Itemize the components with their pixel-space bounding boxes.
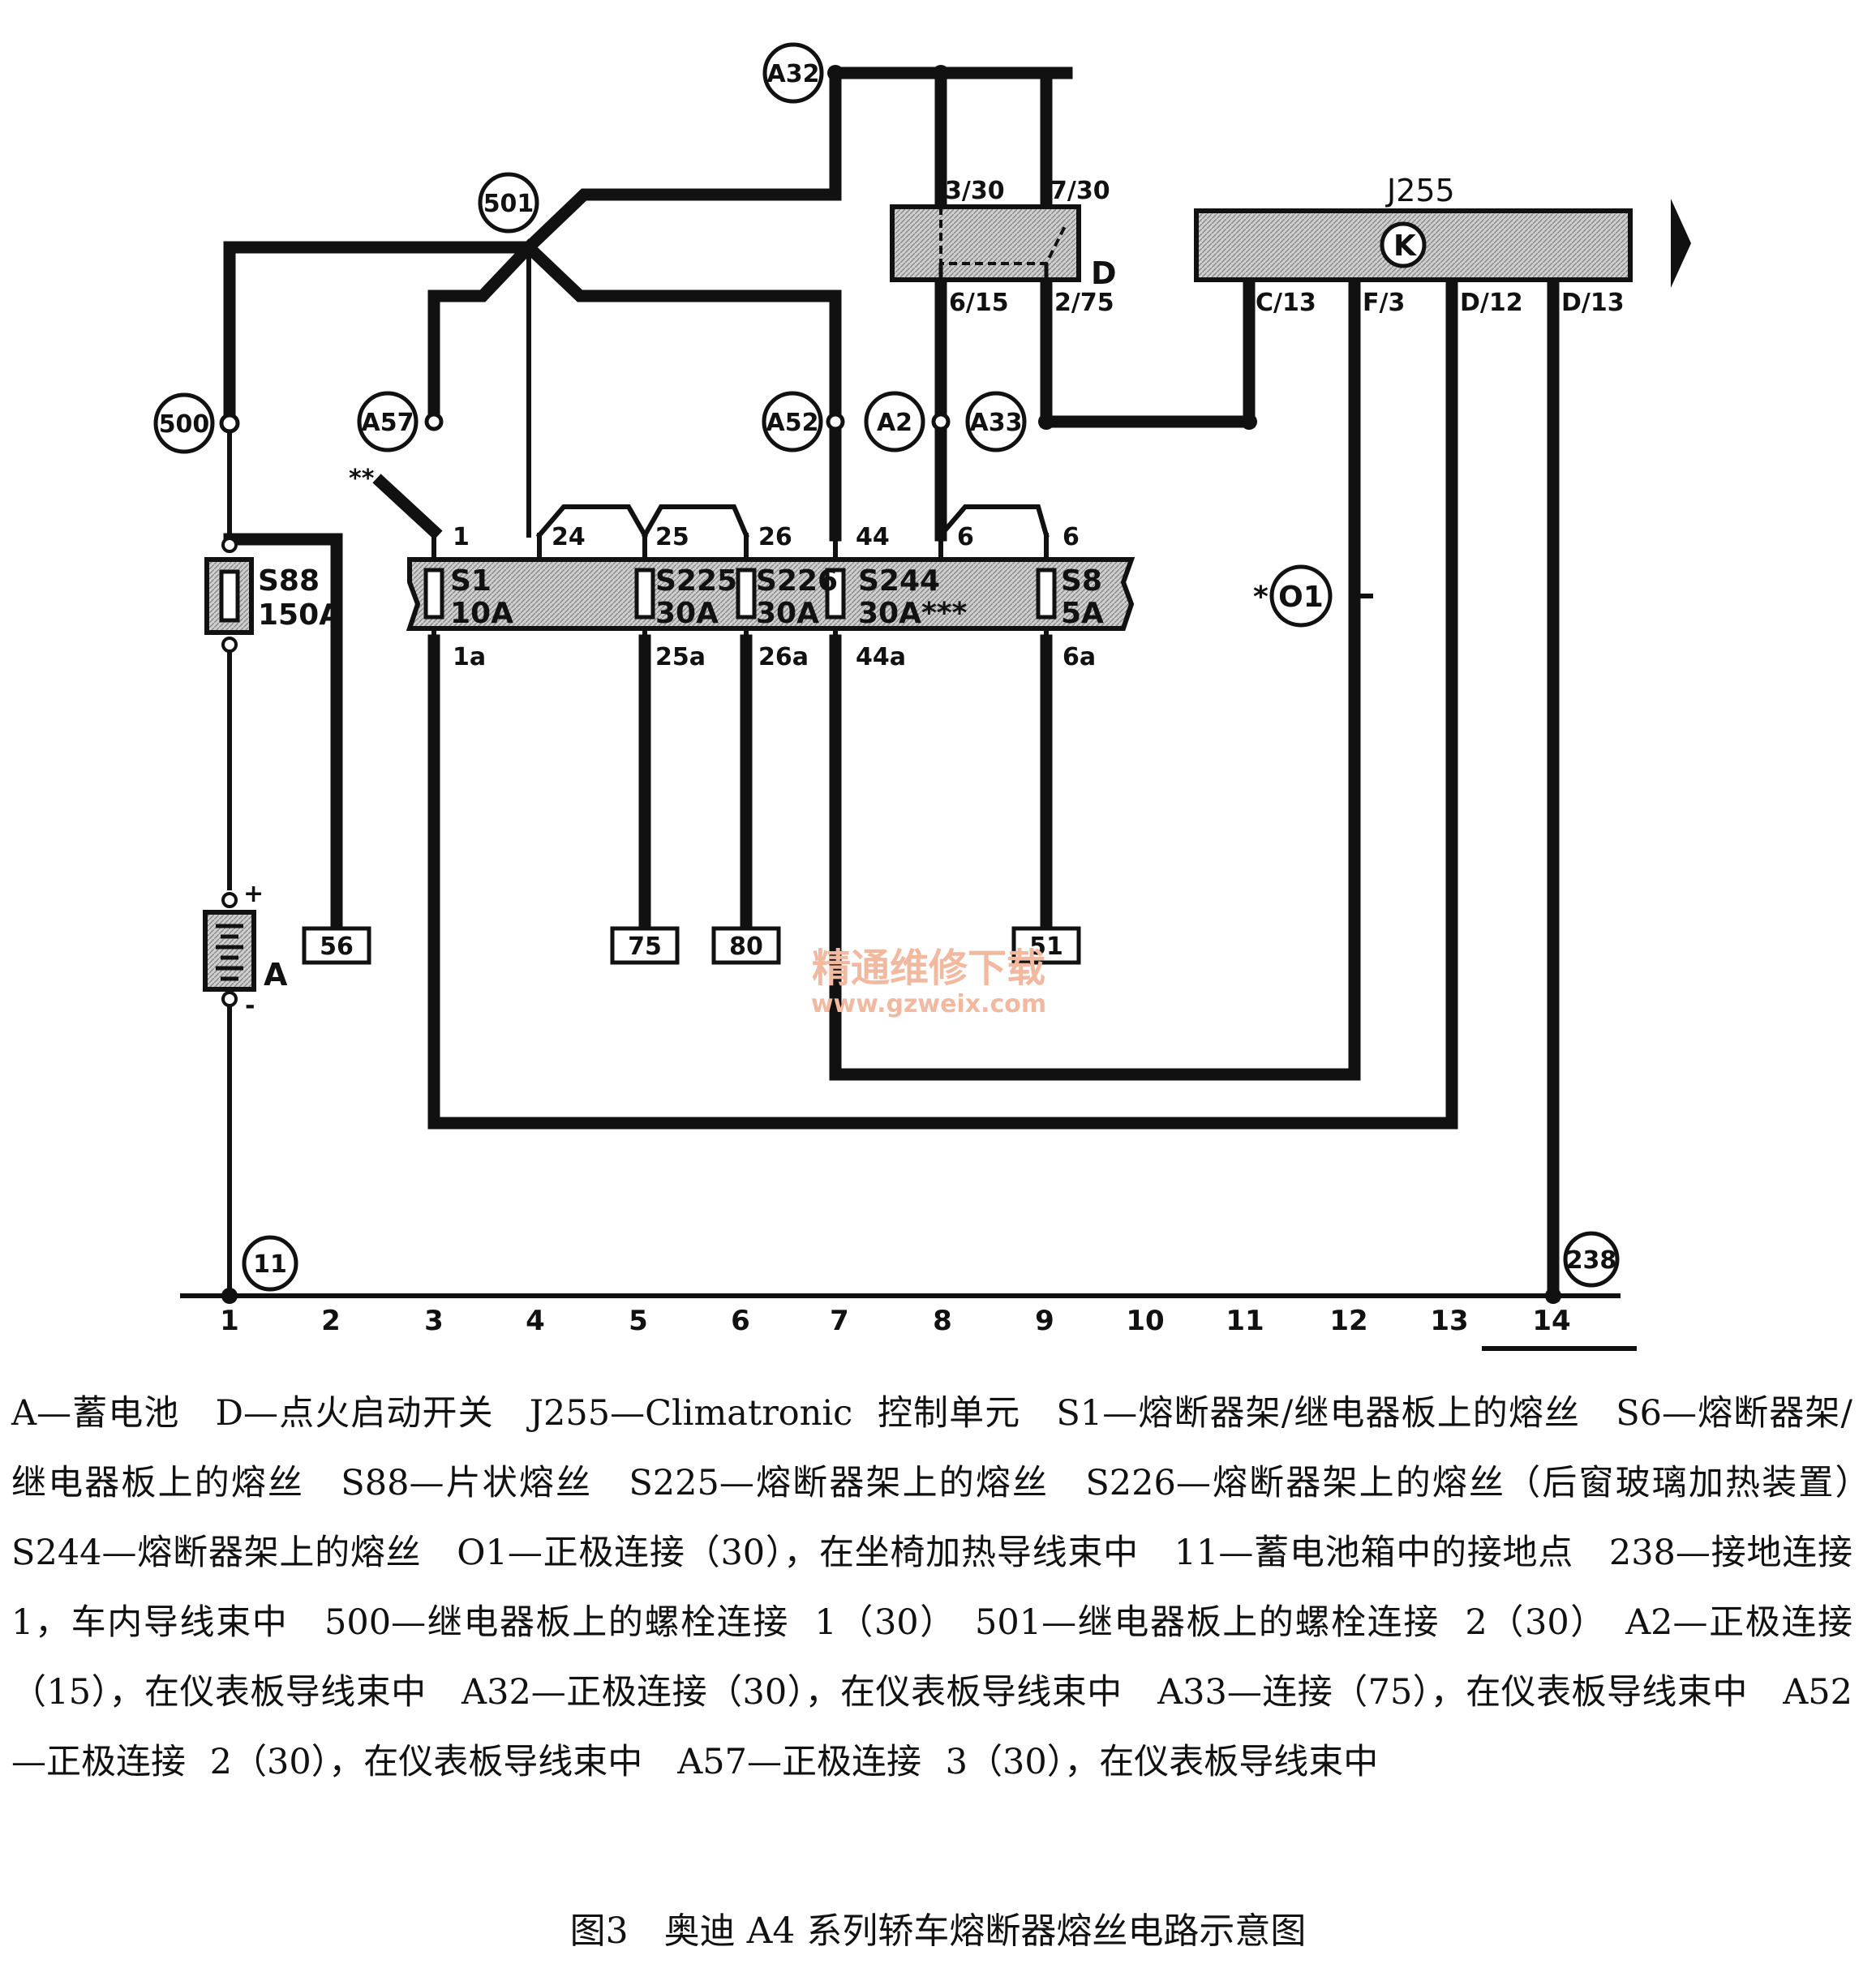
s88-fuse: S88 150A	[204, 537, 341, 653]
control-unit-label: J255	[1385, 173, 1455, 208]
s88-name: S88	[258, 564, 320, 598]
ignition-pin-7-30: 7/30	[1050, 177, 1110, 205]
svg-text:501: 501	[483, 190, 534, 218]
wiring-diagram: S1 10A S225 30A S226 30A S244 30A*** S8 …	[153, 42, 1691, 1351]
svg-text:51: 51	[1029, 933, 1063, 961]
svg-text:80: 80	[729, 933, 763, 961]
column-number: 12	[1329, 1305, 1367, 1337]
connector-o1: O1	[1269, 564, 1333, 628]
column-number: 6	[731, 1305, 750, 1337]
pin-24: 24	[552, 523, 586, 551]
column-number: 14	[1532, 1305, 1570, 1337]
pin-s244-in: 44	[856, 523, 890, 551]
terminal-75: 75	[610, 926, 680, 965]
column-number: 10	[1126, 1305, 1164, 1337]
fuse-s8-rating: 5A	[1061, 597, 1104, 630]
fuse-s1-name: S1	[450, 564, 492, 598]
j255-pin-f3: F/3	[1363, 289, 1405, 317]
svg-text:500: 500	[159, 410, 210, 439]
battery-plus: +	[243, 880, 264, 908]
pin-s8-in: 6	[1062, 523, 1080, 551]
watermark-title: 精通维修下载	[812, 945, 1045, 991]
column-number: 13	[1430, 1305, 1468, 1337]
connector-a32: A32	[762, 42, 824, 104]
j255-pin-d13: D/13	[1561, 289, 1625, 317]
fuse-s226-rating: 30A	[756, 597, 819, 630]
pin-s225-out: 25a	[655, 643, 706, 671]
terminal-80: 80	[711, 926, 781, 965]
fuse-s244-name: S244	[858, 564, 940, 598]
connector-a33: A33	[965, 391, 1027, 452]
connector-238: 238	[1563, 1231, 1620, 1288]
figure-caption: 图3 奥迪 A4 系列轿车熔断器熔丝电路示意图	[569, 1910, 1307, 1952]
column-number: 2	[321, 1305, 341, 1337]
battery-label: A	[264, 957, 288, 993]
j255-pin-d12: D/12	[1460, 289, 1523, 317]
column-number: 8	[933, 1305, 952, 1337]
svg-text:A32: A32	[767, 60, 820, 88]
fuse-s225-name: S225	[655, 564, 737, 598]
ignition-pin-6-15: 6/15	[949, 289, 1009, 317]
terminal-56: 56	[302, 926, 371, 965]
fuse-s8-name: S8	[1061, 564, 1102, 598]
column-number: 4	[526, 1305, 545, 1337]
fuse-s244-rating: 30A***	[858, 597, 968, 630]
j255-pin-c13: C/13	[1256, 289, 1316, 317]
connector-a2: A2	[864, 391, 925, 452]
svg-text:238: 238	[1566, 1246, 1617, 1275]
svg-text:A33: A33	[970, 409, 1023, 437]
connector-a52: A52	[762, 391, 823, 452]
wires	[180, 66, 1637, 1351]
junction-dots	[219, 65, 1561, 1304]
svg-text:56: 56	[320, 933, 354, 961]
ignition-switch-label: D	[1091, 255, 1117, 291]
terminal-51: 51	[1011, 926, 1081, 965]
watermark-url: www.gzweix.com	[811, 990, 1046, 1018]
s88-rating: 150A	[258, 598, 341, 632]
column-number: 11	[1226, 1305, 1264, 1337]
pin-s226-in: 26	[758, 523, 792, 551]
column-number: 9	[1035, 1305, 1054, 1337]
control-unit-symbol: K	[1393, 229, 1417, 263]
column-number: 7	[830, 1305, 849, 1337]
svg-text:75: 75	[628, 933, 662, 961]
battery-minus: -	[245, 992, 255, 1020]
connector-o1-mark: *	[1253, 581, 1269, 614]
pin-s244-out: 44a	[856, 643, 906, 671]
control-unit-j255: K J255 C/13 F/3 D/12 D/13	[1194, 173, 1691, 317]
column-number: 1	[220, 1305, 239, 1337]
pin-s1-out: 1a	[453, 643, 486, 671]
connector-11: 11	[242, 1235, 298, 1292]
svg-text:A52: A52	[766, 409, 819, 437]
ignition-switch: D 3/30 7/30 6/15 2/75	[890, 177, 1117, 317]
pin-s1-in: 1	[453, 523, 470, 551]
legend-text: A—蓄电池 D—点火启动开关 J255—Climatronic 控制单元 S1—…	[11, 1393, 1876, 1782]
column-number: 3	[424, 1305, 444, 1337]
svg-text:A2: A2	[877, 409, 912, 437]
svg-text:O1: O1	[1278, 581, 1324, 614]
pin-s8-out: 6a	[1062, 643, 1096, 671]
ignition-pin-2-75: 2/75	[1054, 289, 1114, 317]
fuse-s1-rating: 10A	[450, 597, 513, 630]
svg-text:11: 11	[253, 1250, 287, 1279]
fuse-s226-name: S226	[756, 564, 838, 598]
pin-s226-out: 26a	[758, 643, 809, 671]
connector-501: 501	[478, 172, 539, 234]
connector-500: 500	[153, 392, 215, 454]
column-number: 5	[629, 1305, 648, 1337]
column-numbers: 1 2 3 4 5 6 7 8 9 10 11 12 13 14	[220, 1305, 1571, 1337]
fuse-s225-rating: 30A	[655, 597, 719, 630]
battery: + - A	[203, 880, 288, 1020]
svg-text:A57: A57	[362, 409, 414, 437]
connector-a57: A57	[357, 391, 419, 452]
pointer-mark: **	[349, 465, 375, 493]
pin-s225-in: 25	[655, 523, 689, 551]
ignition-pin-3-30: 3/30	[945, 177, 1005, 205]
fuse-block: S1 10A S225 30A S226 30A S244 30A*** S8 …	[349, 465, 1135, 671]
pin-6: 6	[957, 523, 974, 551]
